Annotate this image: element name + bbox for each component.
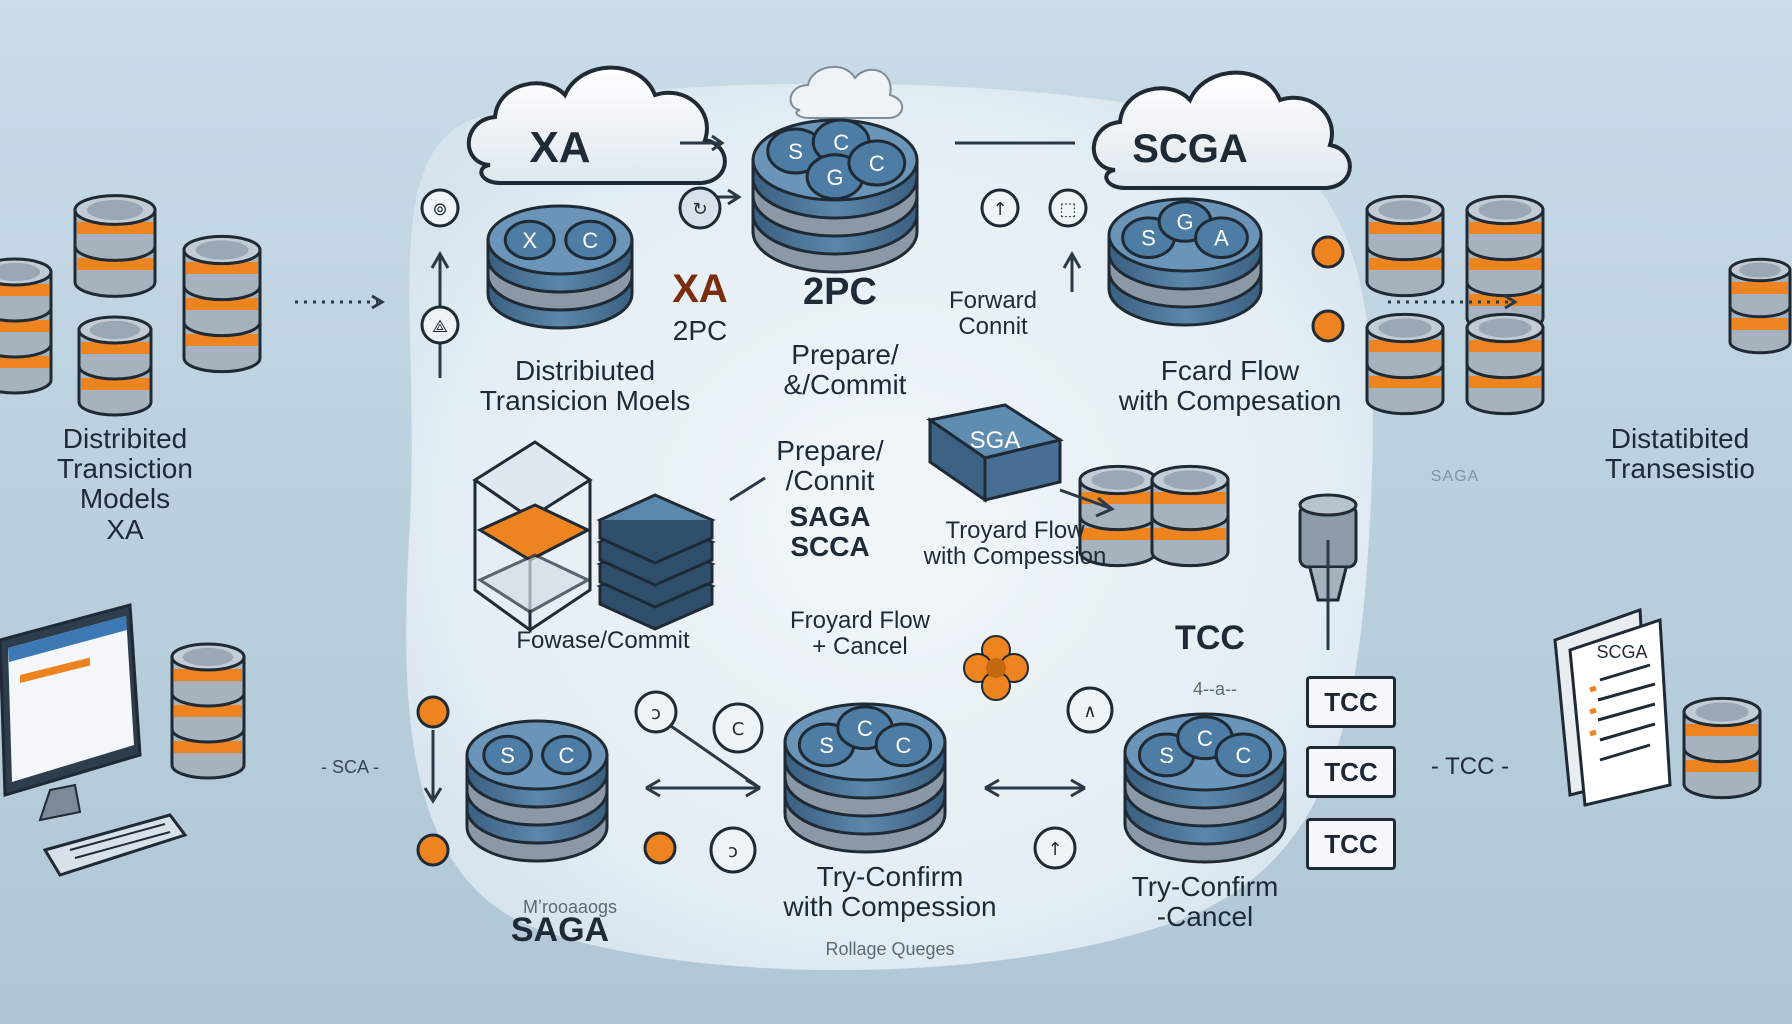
circle-glyph-icon: ↄ	[728, 841, 738, 862]
disk-stack-sga: SGA	[1107, 197, 1263, 327]
circle-glyph-icon: ⊚	[432, 199, 447, 220]
circle-glyph-icon: ⬚	[1059, 199, 1076, 220]
try-confirm-cancel: Try-Confirm -Cancel	[1131, 871, 1279, 933]
fcard-flow-label: Fcard Flow with Compesation	[1118, 355, 1342, 417]
disk-letter: S	[819, 733, 834, 758]
disk-letter: G	[1176, 210, 1193, 235]
saga-bottom-label: SAGA	[510, 911, 610, 949]
sca-side-label: - SCA -	[320, 757, 379, 777]
circle-glyph-icon: ∧	[1083, 701, 1096, 722]
tcc-box-2: TCC	[1306, 746, 1396, 798]
right-distributed-models: Distatibited Transesistio	[1605, 423, 1755, 485]
document-icon	[1553, 607, 1672, 807]
prepare-commit-mid: Prepare/ /Connit	[776, 435, 884, 497]
disk-letter: C	[857, 716, 873, 741]
circle-icons: ⊚⟁↻↑⬚ↄC∧ↄ↑	[416, 186, 1345, 874]
cloud-xa-label: XA	[529, 123, 590, 172]
square-stack	[596, 493, 716, 631]
microservices-label: Mʼrooaaogs	[522, 897, 618, 917]
circle-glyph-icon: ↑	[992, 199, 1007, 220]
cloud-small-top	[789, 65, 904, 119]
xa-overlay-2pc: 2PC	[672, 315, 728, 346]
rollage-queges: Rollage Queges	[825, 939, 955, 959]
disk-letter: X	[522, 228, 537, 253]
circle-glyph-icon: C	[732, 719, 745, 740]
disk-letter: C	[558, 743, 574, 768]
disk-letter: G	[826, 165, 843, 190]
disk-letter: C	[1235, 743, 1251, 768]
cloud-sga-label: SCGA	[1132, 127, 1248, 171]
disk-letter: S	[500, 743, 515, 768]
circle-glyph-icon: ⟁	[432, 316, 448, 337]
tiny-mid-label: 4--a--	[1193, 679, 1237, 699]
forward-commit-label: Forward Connit	[948, 287, 1038, 340]
wireframe-cube	[472, 440, 593, 633]
disk-letter: C	[869, 151, 885, 176]
distributed-models-center: Distribiuted Transicion Moels	[479, 355, 691, 417]
disk-letter: S	[1159, 743, 1174, 768]
orange-network-icon	[963, 635, 1029, 701]
cloud-sga	[1091, 70, 1352, 190]
connector-arrows	[295, 134, 1518, 804]
tcc-side-label: - TCC -	[1430, 753, 1510, 780]
saga-scca-label: SAGA SCCA	[789, 501, 871, 563]
twopc-title: 2PC	[803, 271, 877, 313]
circle-glyph-icon: ↑	[1047, 839, 1062, 860]
keyboard-icon	[42, 813, 188, 877]
disk-letter: A	[1214, 226, 1229, 251]
fowase-commit-label: Fowase/Commit	[516, 627, 690, 654]
tcc-box-3: TCC	[1306, 818, 1396, 870]
xa-overlay-label: XA	[672, 267, 728, 311]
froyard-flow-label: Froyard Flow + Cancel	[789, 607, 931, 660]
disk-letter: C	[895, 733, 911, 758]
side-cylinder-stacks	[0, 194, 1792, 800]
left-distributed-models: Distribited Transiction Models XA	[57, 423, 193, 545]
disk-letter: C	[582, 228, 598, 253]
circle-glyph-icon: ↻	[692, 199, 707, 220]
disk-letter: S	[1141, 226, 1156, 251]
document-heading: SCGA	[1596, 642, 1647, 662]
right-saga-label: SAGA	[1430, 468, 1480, 485]
disk-letter: C	[833, 130, 849, 155]
circle-glyph-icon: ↄ	[651, 703, 661, 724]
tcc-title: TCC	[1175, 619, 1245, 657]
monitor-icon	[0, 603, 142, 822]
disk-stack-bottom-mid: SCC	[783, 702, 947, 854]
sga-slab	[926, 403, 1064, 503]
tcc-box-1: TCC	[1306, 676, 1396, 728]
cloud-xa	[466, 65, 727, 185]
try-confirm-compession: Try-Confirm with Compession	[783, 861, 997, 923]
prepare-commit-top: Prepare/ &/Commit	[783, 339, 907, 401]
disk-letter: S	[788, 139, 803, 164]
sga-slab-label: SGA	[970, 427, 1021, 454]
disk-letter: C	[1197, 726, 1213, 751]
troyard-flow-label: Troyard Flow with Compession	[923, 517, 1107, 570]
disk-stack-bottom-tcc: SCC	[1123, 712, 1287, 864]
